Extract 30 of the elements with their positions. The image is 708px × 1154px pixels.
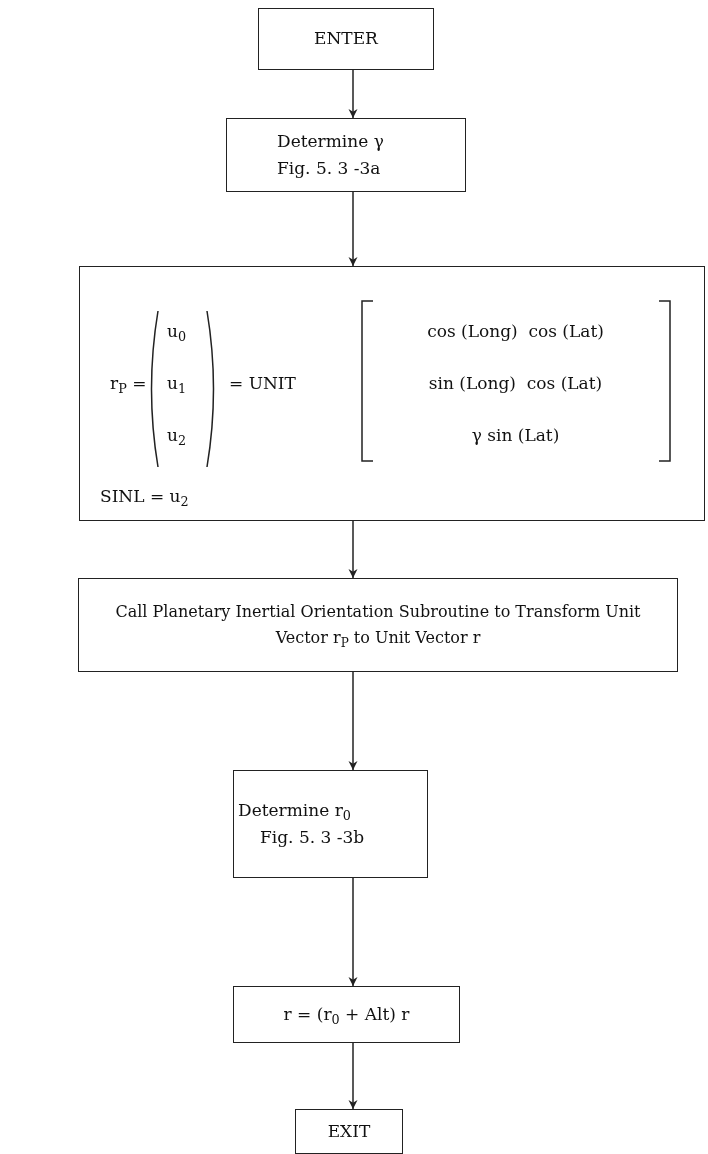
vector-element: u$_{1}$ [167, 373, 187, 393]
process-box [233, 770, 428, 878]
vector-element: u$_{0}$ [167, 321, 187, 341]
box-label: Call Planetary Inertial Orientation Subroutine to Transform Unit Vector r$_{P}$ to Unit Vector r [114, 601, 642, 651]
formula-text: SINL = u$_{2}$ [100, 486, 189, 506]
matrix-row: γ sin (Lat) [471, 425, 560, 445]
arrow [348, 671, 358, 771]
box-label: ENTER [314, 27, 378, 51]
process-box [226, 118, 466, 192]
vector-element: u$_{2}$ [167, 425, 187, 445]
matrix-row: cos (Long) cos (Lat) [427, 321, 604, 341]
arrow [348, 877, 358, 987]
matrix-row: sin (Long) cos (Lat) [428, 373, 603, 393]
box-label: EXIT [327, 1119, 371, 1143]
figure-reference: Fig. 5. 3 -3b [259, 826, 365, 849]
arrow [348, 191, 358, 267]
formula-text: = UNIT [229, 373, 296, 393]
box-label: Determine r$_{0}$ [238, 798, 351, 824]
box-label: Determine γ [277, 129, 384, 153]
formula-text: r$_{P}$ = [110, 373, 147, 393]
process-box [78, 578, 678, 672]
box-label: r = (r$_{0}$ + Alt) r [283, 1002, 410, 1029]
process-box [295, 1109, 403, 1154]
arrow [348, 1042, 358, 1110]
process-box [258, 8, 434, 70]
arrow [348, 69, 358, 119]
arrow [348, 520, 358, 579]
figure-reference: Fig. 5. 3 -3a [277, 157, 381, 180]
formula-box [79, 266, 705, 521]
process-box [233, 986, 460, 1043]
